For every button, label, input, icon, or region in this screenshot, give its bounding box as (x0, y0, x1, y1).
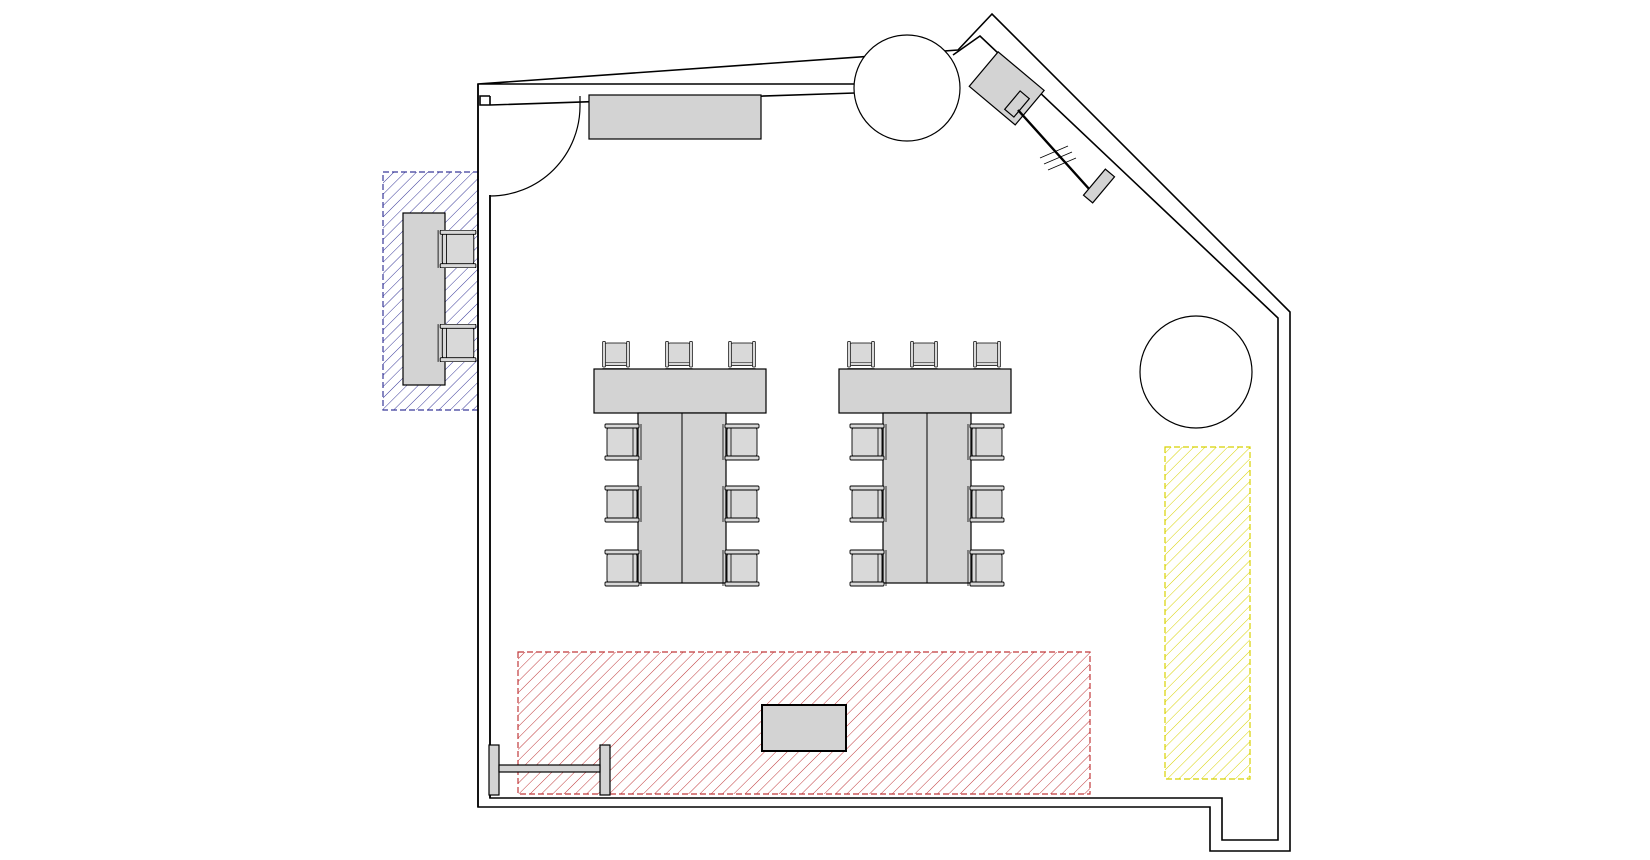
chair[interactable] (722, 549, 760, 587)
door-swing (489, 105, 581, 197)
head-table[interactable] (593, 368, 767, 414)
column-top (853, 34, 961, 142)
side-desk[interactable] (402, 212, 446, 386)
chair[interactable] (722, 423, 760, 461)
chair[interactable] (728, 341, 756, 369)
chair[interactable] (602, 341, 630, 369)
walls (477, 12, 1291, 852)
chair[interactable] (910, 341, 938, 369)
side-chair-1[interactable] (437, 230, 477, 268)
center-table[interactable] (761, 704, 847, 752)
chair[interactable] (967, 485, 1005, 523)
chair[interactable] (722, 485, 760, 523)
bench[interactable] (488, 744, 611, 796)
chair[interactable] (849, 485, 887, 523)
chair[interactable] (665, 341, 693, 369)
chair[interactable] (847, 341, 875, 369)
chair[interactable] (973, 341, 1001, 369)
diagonal-unit[interactable] (968, 51, 1116, 204)
head-table[interactable] (838, 368, 1012, 414)
side-chair-2[interactable] (437, 324, 477, 362)
chair[interactable] (967, 423, 1005, 461)
table-group-1 (593, 341, 767, 587)
chair[interactable] (604, 549, 642, 587)
chair[interactable] (967, 549, 1005, 587)
table-group-2 (838, 341, 1012, 587)
chair[interactable] (849, 423, 887, 461)
column-right (1139, 315, 1253, 429)
chair[interactable] (604, 423, 642, 461)
chair[interactable] (849, 549, 887, 587)
chair[interactable] (604, 485, 642, 523)
yellow-zone (1164, 446, 1251, 780)
wall-cabinet[interactable] (588, 94, 762, 140)
